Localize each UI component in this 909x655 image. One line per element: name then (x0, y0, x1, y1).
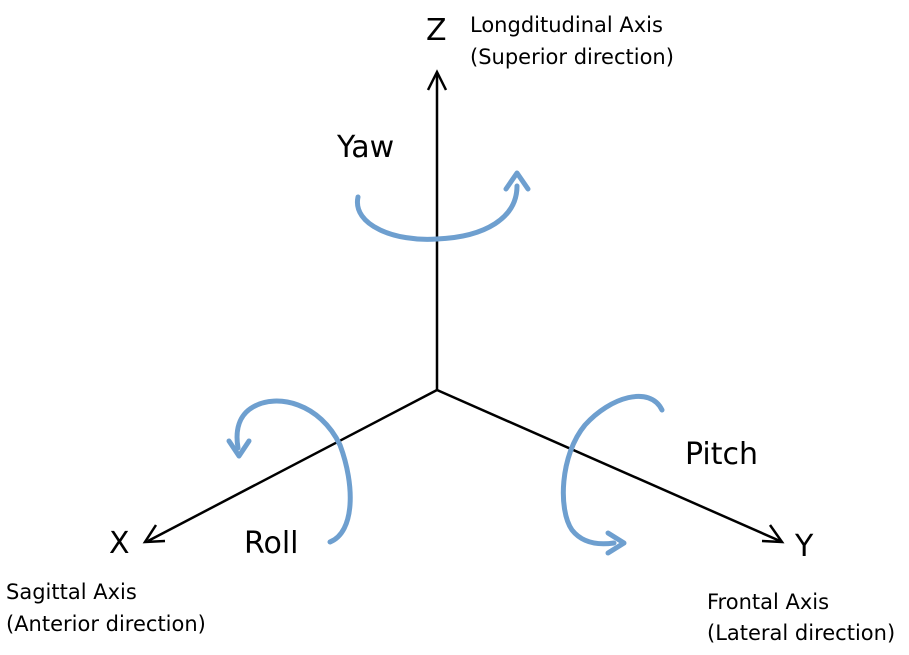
y-axis-line (436, 388, 781, 543)
y-axis-name: Frontal Axis (707, 590, 830, 614)
y-axis-arrowhead (761, 524, 785, 544)
yaw-label: Yaw (337, 130, 395, 165)
yaw-rotation-arrow (355, 183, 520, 242)
x-axis-arrowhead (142, 524, 166, 544)
z-axis-letter: Z (426, 13, 447, 48)
y-axis-letter: Y (795, 529, 814, 564)
z-axis-name: Longditudinal Axis (470, 13, 663, 37)
x-axis-line (147, 388, 438, 543)
roll-arrowhead (226, 438, 252, 459)
pitch-rotation-arrow (560, 393, 665, 547)
x-axis-name: Sagittal Axis (6, 580, 137, 604)
x-axis-direction: (Anterior direction) (6, 612, 206, 636)
roll-label: Roll (244, 526, 299, 561)
z-axis-arrowhead (426, 69, 448, 91)
pitch-arrowhead (605, 530, 627, 556)
y-axis-direction: (Lateral direction) (707, 621, 896, 645)
z-axis-direction: (Superior direction) (470, 45, 674, 69)
pitch-label: Pitch (685, 437, 759, 472)
yaw-arrowhead (503, 170, 531, 192)
roll-rotation-arrow (234, 398, 353, 545)
x-axis-letter: X (109, 526, 130, 561)
